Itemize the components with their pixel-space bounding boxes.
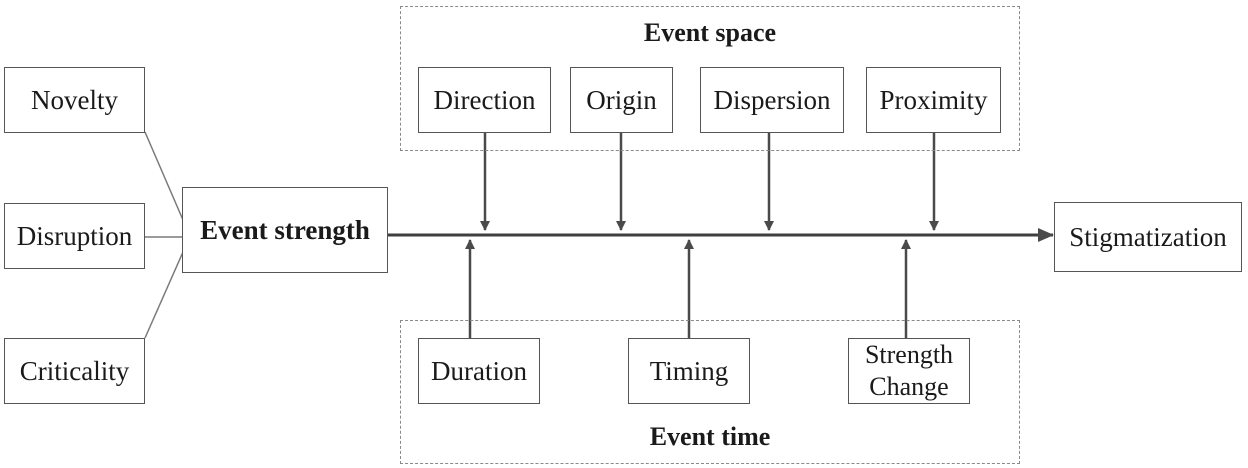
strength-change-box: Strength Change [848,338,970,404]
event-time-title: Event time [649,422,771,451]
novelty-connector [144,131,184,221]
dispersion-box: Dispersion [700,67,844,133]
direction-box: Direction [418,67,551,133]
event-time-group [400,320,1020,464]
proximity-box: Proximity [866,67,1001,133]
stigmatization-box: Stigmatization [1054,202,1242,272]
event-space-title: Event space [643,18,777,47]
timing-box: Timing [628,338,750,404]
criticality-connector [144,251,184,339]
origin-box: Origin [570,67,673,133]
event-space-group [400,6,1020,151]
disruption-box: Disruption [4,203,145,269]
duration-box: Duration [418,338,540,404]
criticality-box: Criticality [4,338,145,404]
event-strength-box: Event strength [182,187,388,273]
novelty-box: Novelty [4,67,145,133]
